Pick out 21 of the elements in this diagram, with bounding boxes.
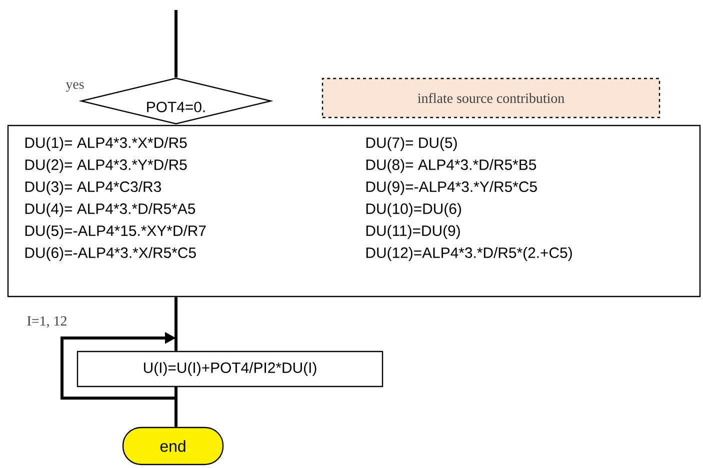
connector [174,387,178,427]
formula-line: DU(3)= ALP4*C3/R3 [25,181,161,195]
formula-line: DU(10)=DU(6) [366,203,461,217]
branch-label: yes [66,82,84,92]
formula-line: DU(12)=ALP4*3.*D/R5*(2.+C5) [366,247,572,261]
connector [60,332,178,400]
formula-line: DU(1)= ALP4*3.*X*D/R5 [25,137,187,151]
formula-line: DU(5)=-ALP4*15.*XY*D/R7 [25,225,206,239]
formula-line: DU(6)=-ALP4*3.*X/R5*C5 [25,247,196,261]
formula-line: DU(7)= DU(5) [366,137,457,151]
connector [174,297,178,351]
formula-line: DU(8)= ALP4*3.*D/R5*B5 [366,159,536,173]
formula-line: DU(11)=DU(9) [366,225,460,239]
note-box: inflate source contribution [322,78,660,118]
formula-line: DU(9)=-ALP4*3.*Y/R5*C5 [366,181,537,195]
process-box: U(I)=U(I)+POT4/PI2*DU(I) [76,350,384,388]
terminal-box: end [122,426,224,466]
edge-label: I=1, 12 [27,316,66,328]
formula-line: DU(4)= ALP4*3.*D/R5*A5 [25,203,196,217]
formula-line: DU(2)= ALP4*3.*Y*D/R5 [25,159,187,173]
connector [174,10,178,78]
